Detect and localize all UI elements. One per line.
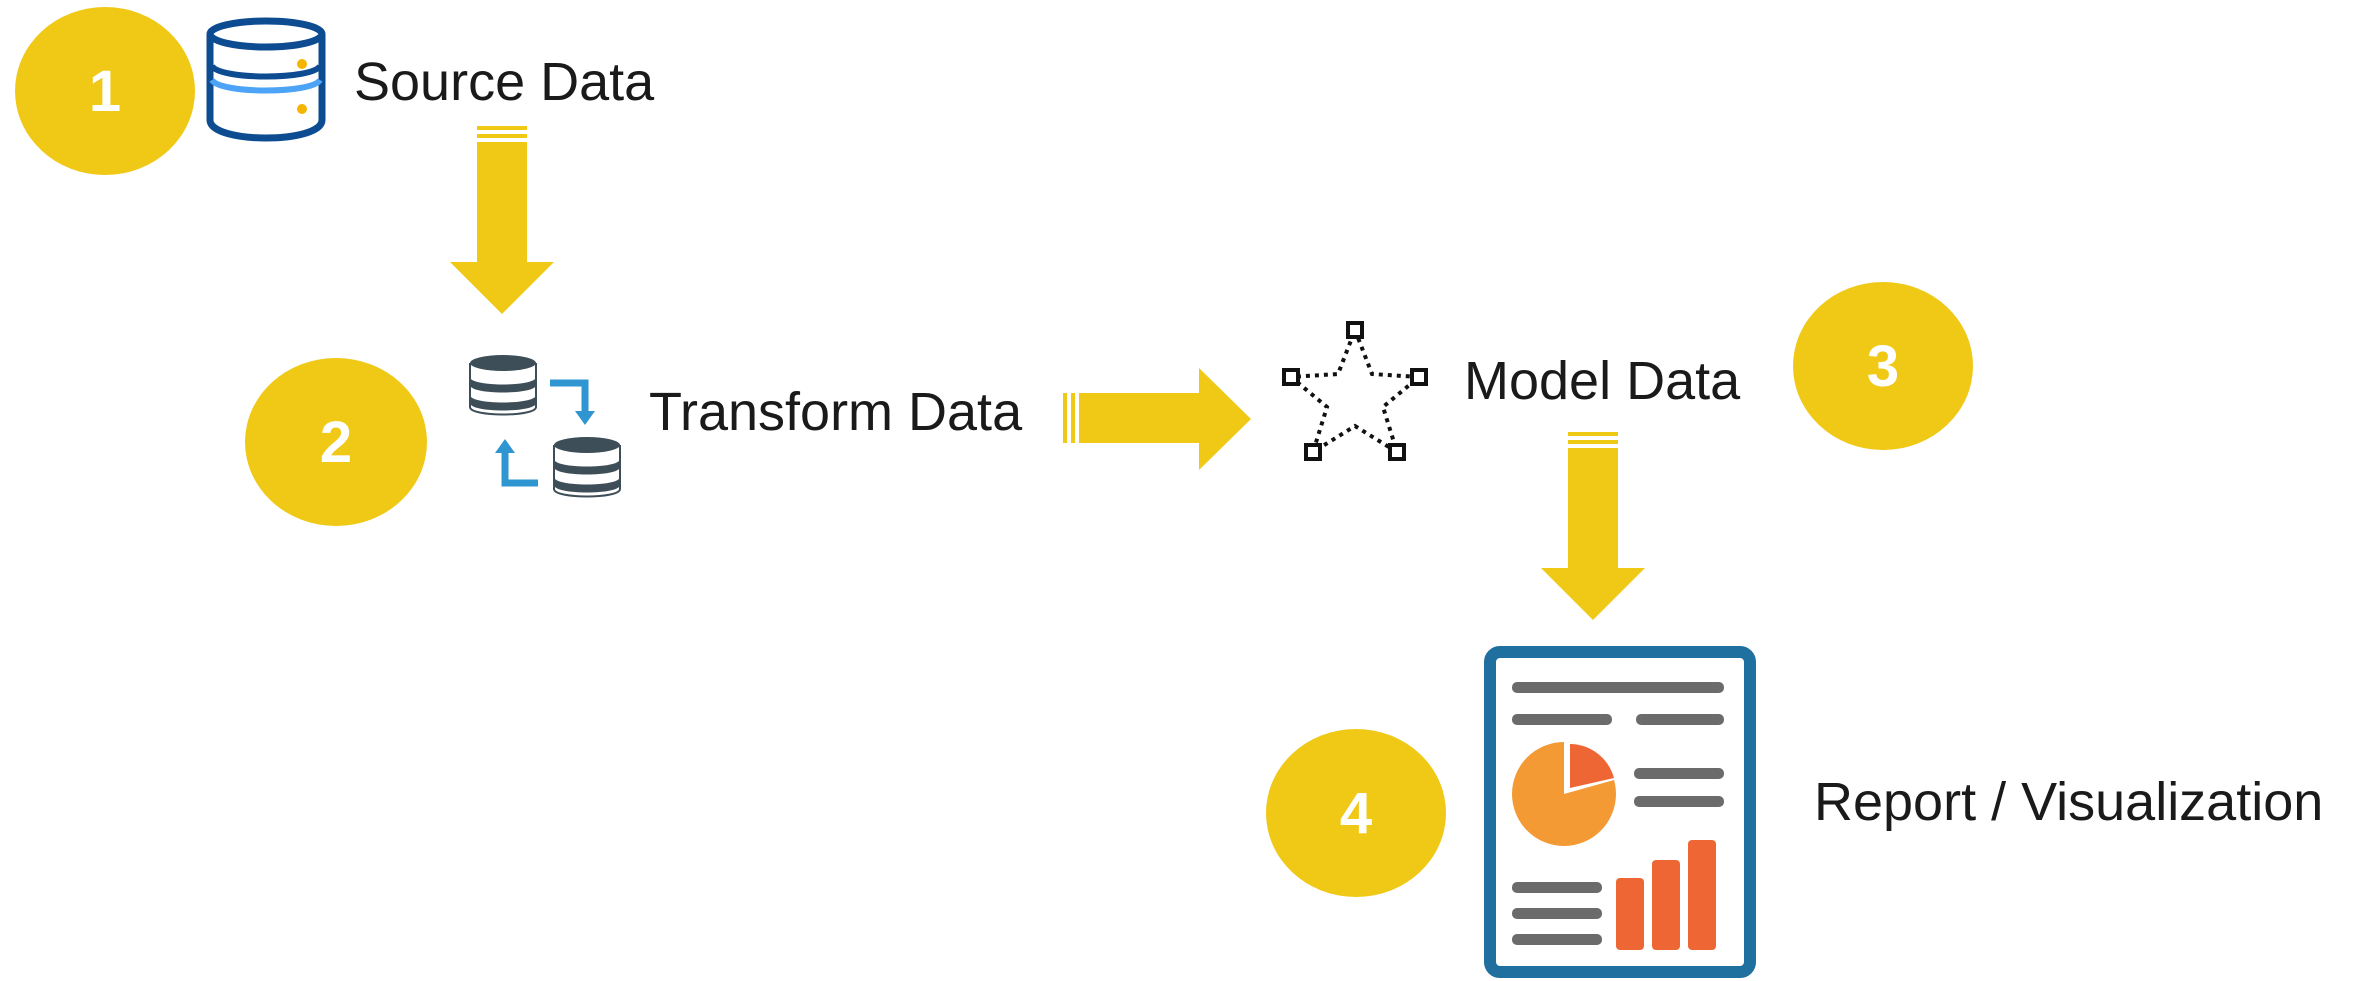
step-3-number: 3 bbox=[1866, 333, 1900, 399]
database-icon bbox=[206, 17, 326, 142]
step-2-badge: 2 bbox=[245, 358, 427, 526]
step-1-number: 1 bbox=[88, 58, 122, 124]
step-1-badge: 1 bbox=[15, 7, 195, 175]
arrow-source-to-transform bbox=[450, 126, 554, 314]
step-4-number: 4 bbox=[1339, 780, 1373, 846]
step-3-badge: 3 bbox=[1793, 282, 1973, 450]
arrow-transform-to-model bbox=[1063, 368, 1251, 470]
report-icon bbox=[1484, 646, 1756, 978]
database-sync-icon bbox=[469, 355, 621, 498]
step-1-label: Source Data bbox=[354, 52, 655, 112]
step-3-label: Model Data bbox=[1464, 351, 1741, 411]
step-4-label: Report / Visualization bbox=[1814, 772, 2324, 832]
step-2-label: Transform Data bbox=[649, 382, 1023, 442]
star-model-icon bbox=[1282, 321, 1428, 461]
step-2-number: 2 bbox=[319, 409, 353, 475]
step-4-badge: 4 bbox=[1266, 729, 1446, 897]
arrow-model-to-report bbox=[1541, 432, 1645, 620]
